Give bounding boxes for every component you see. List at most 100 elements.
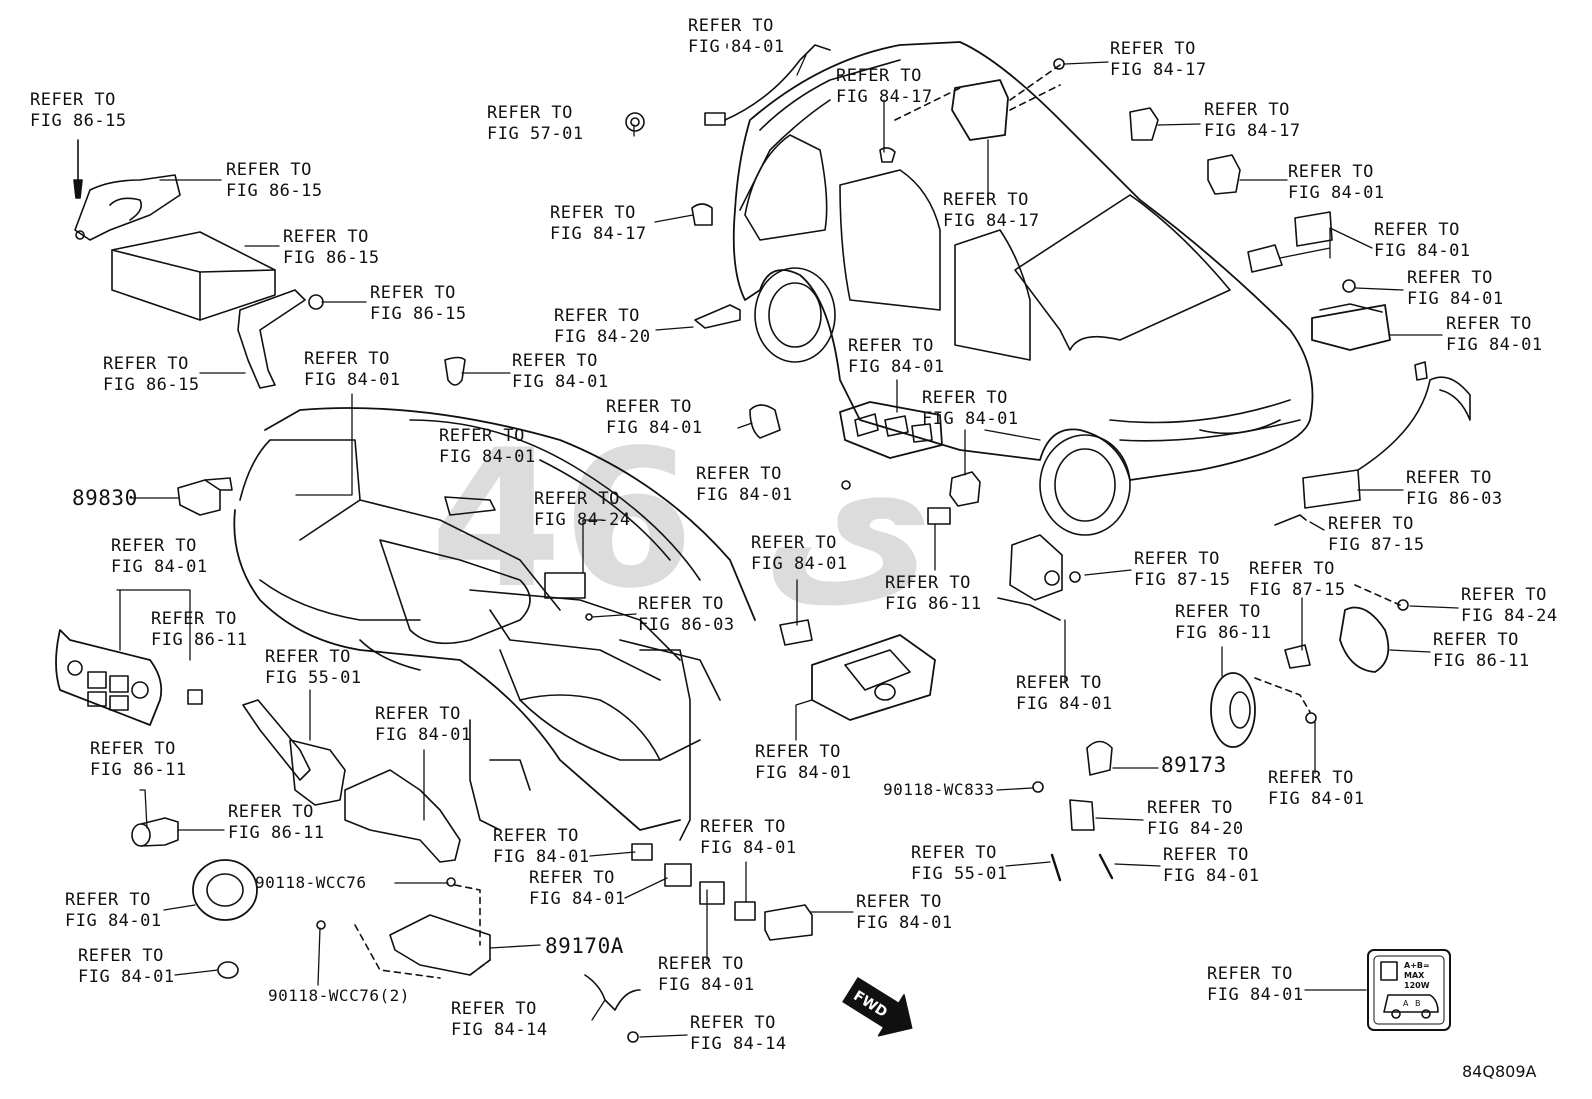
callout-line2: FIG 84-01 xyxy=(700,838,797,858)
callout-line1: REFER TO xyxy=(1163,845,1249,865)
callout-line1: REFER TO xyxy=(529,868,615,888)
callout-line2: FIG 84-01 xyxy=(856,913,953,933)
callout-line1: REFER TO xyxy=(658,954,744,974)
callout-line1: REFER TO xyxy=(848,336,934,356)
part-number-90118-wcc76-2: 90118-WCC76(2) xyxy=(268,986,410,1005)
callout-line1: REFER TO xyxy=(512,351,598,371)
callout-line1: REFER TO xyxy=(1374,220,1460,240)
callout-line1: REFER TO xyxy=(1407,268,1493,288)
callout-line1: REFER TO xyxy=(885,573,971,593)
callout-line1: REFER TO xyxy=(1204,100,1290,120)
placard-line1: A+B= xyxy=(1404,961,1430,970)
part-number-90118-wcc76: 90118-WCC76 xyxy=(255,873,367,892)
callout-line1: REFER TO xyxy=(1328,514,1414,534)
callout-line2: FIG 86-15 xyxy=(226,181,323,201)
callout-line2: FIG 86-03 xyxy=(1406,489,1503,509)
callout-line1: REFER TO xyxy=(688,16,774,36)
callout-line1: REFER TO xyxy=(751,533,837,553)
callout-line2: FIG 84-01 xyxy=(1268,789,1365,809)
callout-line2: FIG 84-24 xyxy=(1461,606,1558,626)
callout-line2: FIG 86-03 xyxy=(638,615,735,635)
callout-line2: FIG 84-01 xyxy=(529,889,626,909)
callout-line2: FIG 84-01 xyxy=(751,554,848,574)
callout-line2: FIG 84-01 xyxy=(375,725,472,745)
callout-line2: FIG 86-11 xyxy=(228,823,325,843)
watermark-logo: ی 46 xyxy=(430,409,935,630)
callout-line2: FIG 84-01 xyxy=(658,975,755,995)
leader-lines xyxy=(116,43,1459,1038)
callout-line2: FIG 84-01 xyxy=(1288,183,1385,203)
callout-line1: REFER TO xyxy=(1016,673,1102,693)
placard-line2: MAX xyxy=(1404,971,1425,980)
callout-line1: REFER TO xyxy=(1288,162,1374,182)
placard-b: B xyxy=(1415,999,1421,1008)
callout-line2: FIG 84-01 xyxy=(65,911,162,931)
callout-line2: FIG 84-01 xyxy=(688,37,785,57)
callout-line2: FIG 84-01 xyxy=(922,409,1019,429)
callout-line1: REFER TO xyxy=(375,704,461,724)
callout-line1: REFER TO xyxy=(696,464,782,484)
callout-line2: FIG 84-01 xyxy=(1407,289,1504,309)
callout-line2: FIG 84-17 xyxy=(1110,60,1207,80)
callout-line2: FIG 84-20 xyxy=(554,327,651,347)
callout-line1: REFER TO xyxy=(111,536,197,556)
callout-line2: FIG 84-01 xyxy=(1207,985,1304,1005)
callout-line1: REFER TO xyxy=(922,388,1008,408)
callout-line2: FIG 84-01 xyxy=(493,847,590,867)
callout-line1: REFER TO xyxy=(638,594,724,614)
callout-line1: REFER TO xyxy=(1175,602,1261,622)
drawing-code: 84Q809A xyxy=(1462,1062,1537,1081)
callout-line1: REFER TO xyxy=(30,90,116,110)
callout-line2: FIG 86-15 xyxy=(103,375,200,395)
callout-line2: FIG 86-11 xyxy=(90,760,187,780)
instrument-panel xyxy=(233,407,756,841)
placard-a: A xyxy=(1403,999,1409,1008)
callout-line1: REFER TO xyxy=(493,826,579,846)
callout-line1: REFER TO xyxy=(304,349,390,369)
callout-line2: FIG 86-15 xyxy=(30,111,127,131)
callout-line1: REFER TO xyxy=(1406,468,1492,488)
callout-line2: FIG 55-01 xyxy=(911,864,1008,884)
callout-line1: REFER TO xyxy=(1110,39,1196,59)
callout-line2: FIG 84-01 xyxy=(606,418,703,438)
callout-line1: REFER TO xyxy=(1461,585,1547,605)
callout-line2: FIG 84-01 xyxy=(78,967,175,987)
callout-line2: FIG 86-15 xyxy=(283,248,380,268)
outlet-placard xyxy=(1367,949,1451,1031)
callout-line1: REFER TO xyxy=(439,426,525,446)
callout-line2: FIG 84-14 xyxy=(690,1034,787,1054)
part-number-90118-wc833: 90118-WC833 xyxy=(883,780,995,799)
vehicle-outline xyxy=(732,41,1314,536)
callout-line1: REFER TO xyxy=(1268,768,1354,788)
callout-line2: FIG 86-15 xyxy=(370,304,467,324)
callout-line1: REFER TO xyxy=(283,227,369,247)
callout-line1: REFER TO xyxy=(856,892,942,912)
